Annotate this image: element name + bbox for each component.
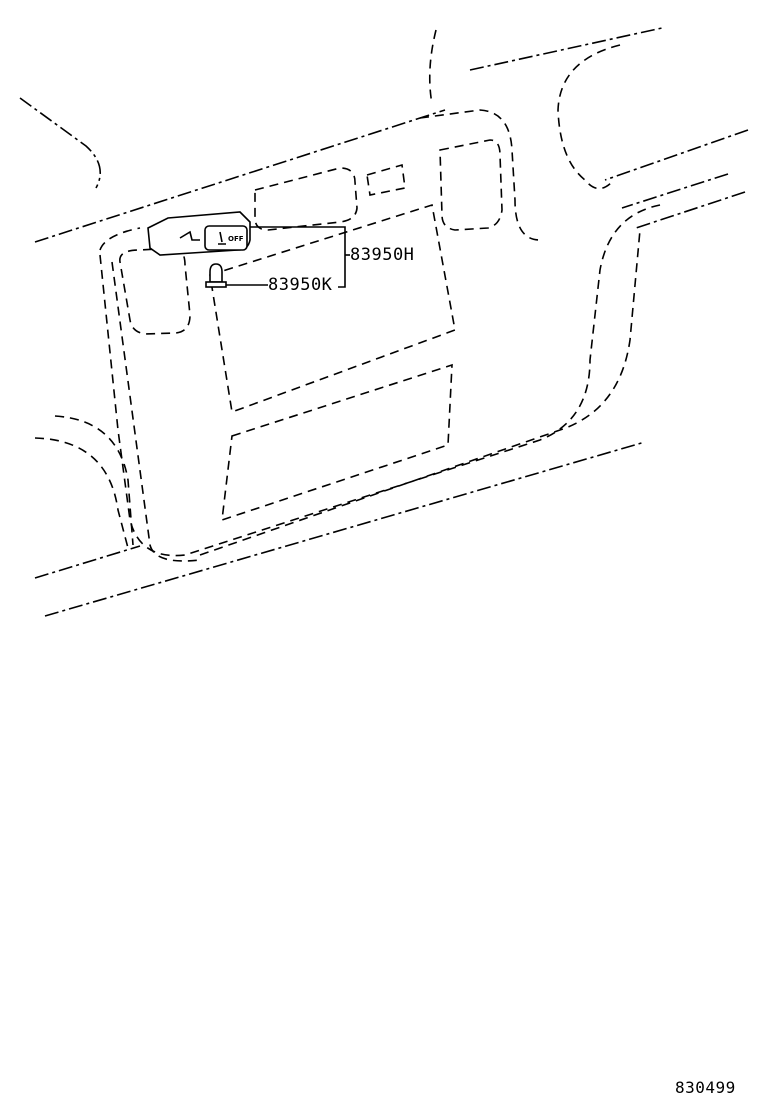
part-label-83950k[interactable]: 83950K — [268, 275, 333, 295]
svg-text:OFF: OFF — [228, 235, 244, 243]
leader-lines — [226, 226, 350, 288]
illustration-id: 830499 — [675, 1078, 736, 1097]
bulb-83950k — [205, 263, 227, 288]
part-label-83950h[interactable]: 83950H — [350, 245, 415, 265]
switch-83950h: OFF — [147, 211, 251, 256]
vehicle-outline — [19, 27, 749, 617]
